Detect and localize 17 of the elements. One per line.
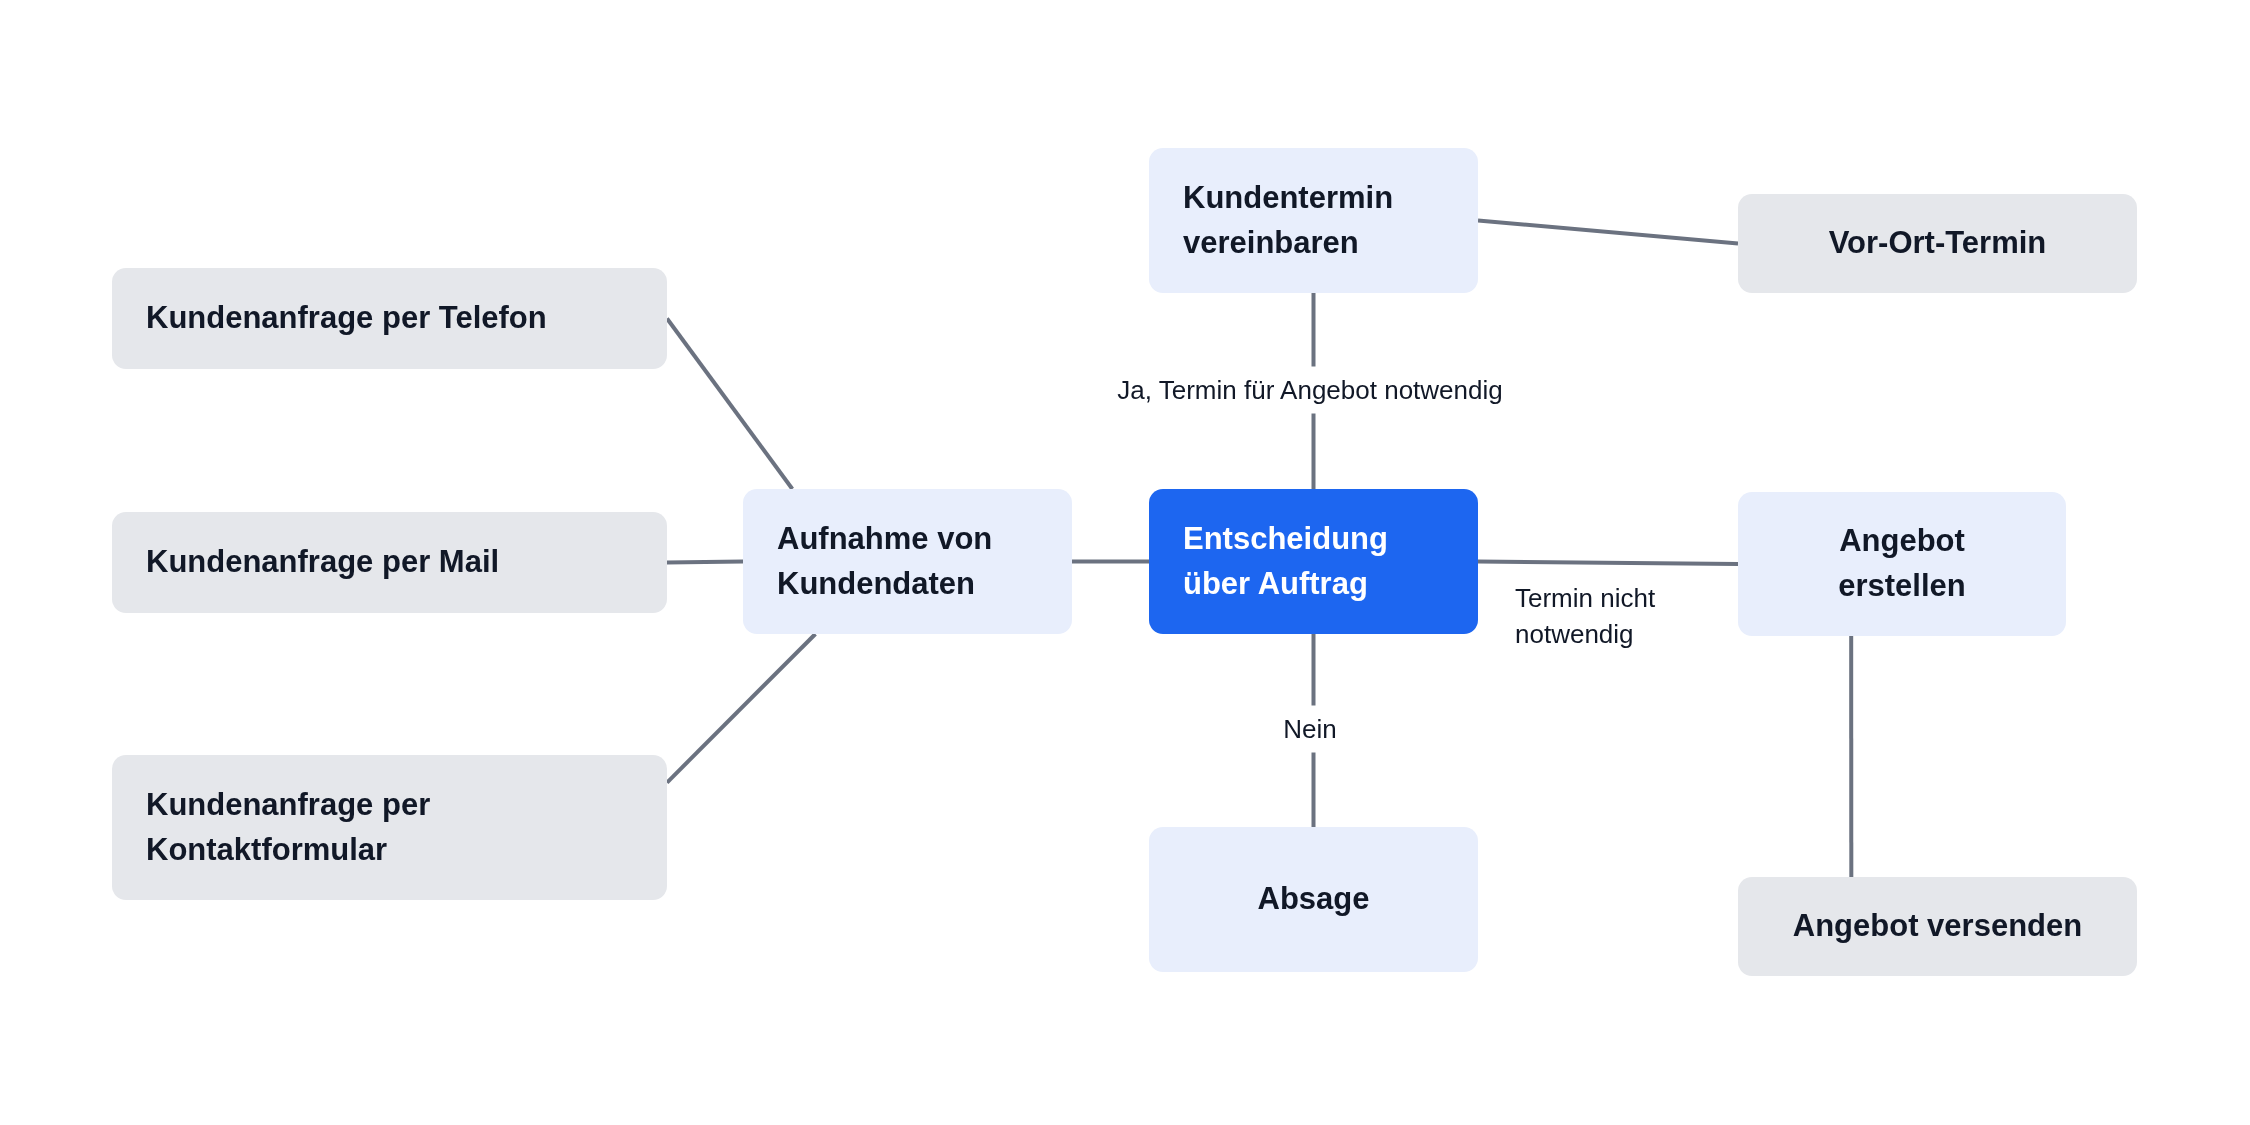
process-box: Kundentermin vereinbaren — [1149, 148, 1478, 293]
process-box: Kundenanfrage per Telefon — [112, 268, 667, 369]
process-box: Kundenanfrage per Mail — [112, 512, 667, 613]
process-box: Angebot versenden — [1738, 877, 2137, 976]
process-box: Aufnahme von Kundendaten — [743, 489, 1072, 634]
connector-line — [1072, 559, 1149, 564]
connector-line — [665, 632, 817, 784]
connector-line — [1477, 218, 1739, 246]
connector-line — [665, 317, 794, 491]
decision-box: Entscheidung über Auftrag — [1149, 489, 1478, 634]
connector-line — [1477, 559, 1739, 566]
process-box: Vor-Ort-Termin — [1738, 194, 2137, 293]
connector-line — [666, 559, 744, 565]
connector-line — [1849, 636, 1854, 877]
process-box: Angebot erstellen — [1738, 492, 2066, 636]
process-box: Kundenanfrage per Kontaktformular — [112, 755, 667, 900]
process-box: Absage — [1149, 827, 1478, 972]
